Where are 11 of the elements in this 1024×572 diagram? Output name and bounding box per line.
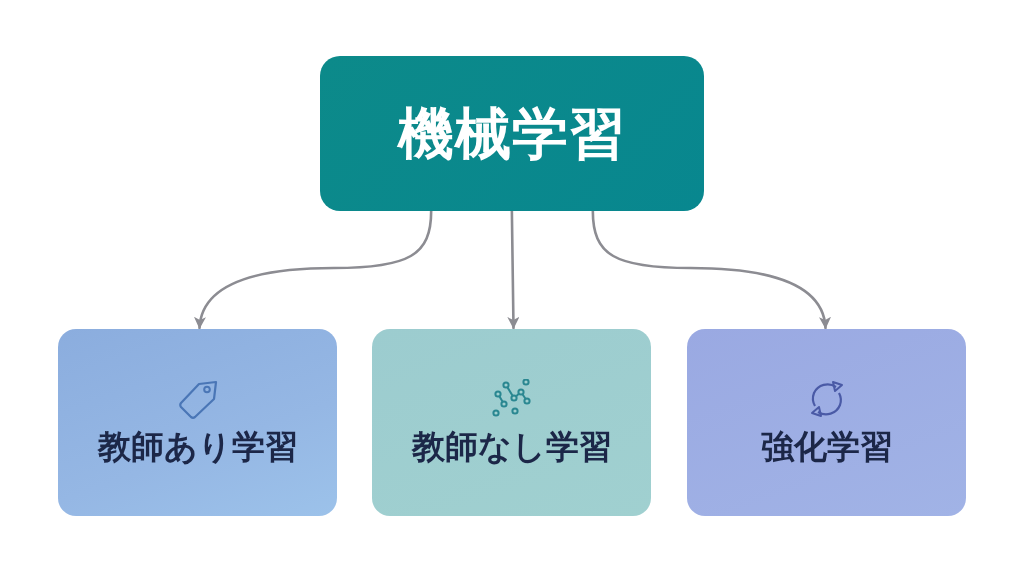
category-box xyxy=(58,329,337,516)
category-box xyxy=(687,329,966,516)
box-label: 教師あり学習 xyxy=(97,429,298,466)
arrow xyxy=(195,209,433,330)
root-box xyxy=(320,56,704,211)
title-text: 機械学習 xyxy=(398,102,626,165)
box-label: 教師なし学習 xyxy=(411,429,612,466)
arrow xyxy=(591,209,830,330)
box-label: 強化学習 xyxy=(760,429,893,466)
category-box xyxy=(372,329,651,516)
arrow xyxy=(507,209,520,330)
